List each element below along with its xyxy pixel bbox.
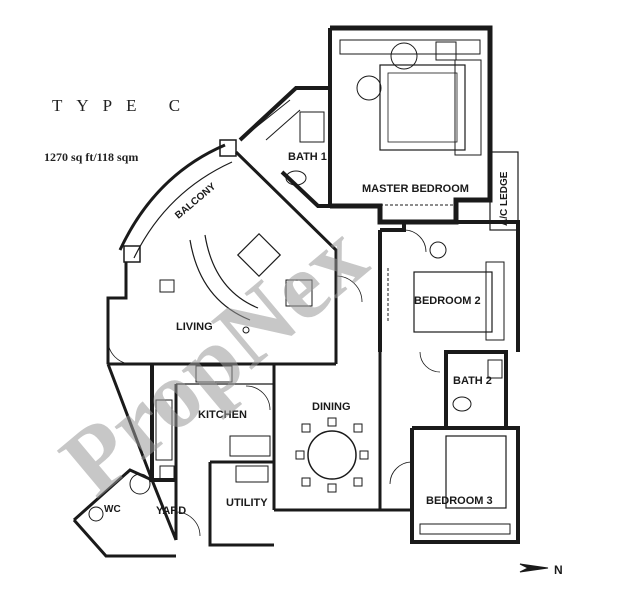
plan-area-label: 1270 sq ft/118 sqm [44,150,139,164]
balcony-walls [118,139,237,263]
room-label-utility: UTILITY [226,497,268,509]
room-label-bath2: BATH 2 [453,375,492,387]
wc-yard-walls [72,363,178,558]
dining-walls [272,352,412,512]
room-label-dining: DINING [312,401,351,413]
ac-ledge-walls [489,151,519,231]
room-label-wc: WC [104,504,121,515]
room-label-bath1: BATH 1 [288,151,327,163]
room-label-balcony: BALCONY [173,181,218,221]
room-label-ac-ledge: A/C LEDGE [499,171,510,226]
north-arrow-icon [519,563,549,573]
room-label-bedroom2: BEDROOM 2 [414,295,481,307]
door-swings [107,229,441,537]
room-label-master-bedroom: MASTER BEDROOM [362,183,469,195]
room-label-living: LIVING [176,321,213,333]
plan-type-title: TYPE C [52,96,195,115]
room-label-kitchen: KITCHEN [198,409,247,421]
living-room-walls [106,150,338,366]
watermark-text: PropNex [41,202,386,516]
bath1-walls [238,86,332,208]
bedroom3-walls [410,426,520,544]
room-label-yard: YARD [156,505,186,517]
bath2-walls [444,350,508,430]
room-label-bedroom3: BEDROOM 3 [426,495,493,507]
bedroom2-walls [378,220,520,352]
north-label: N [554,563,563,577]
